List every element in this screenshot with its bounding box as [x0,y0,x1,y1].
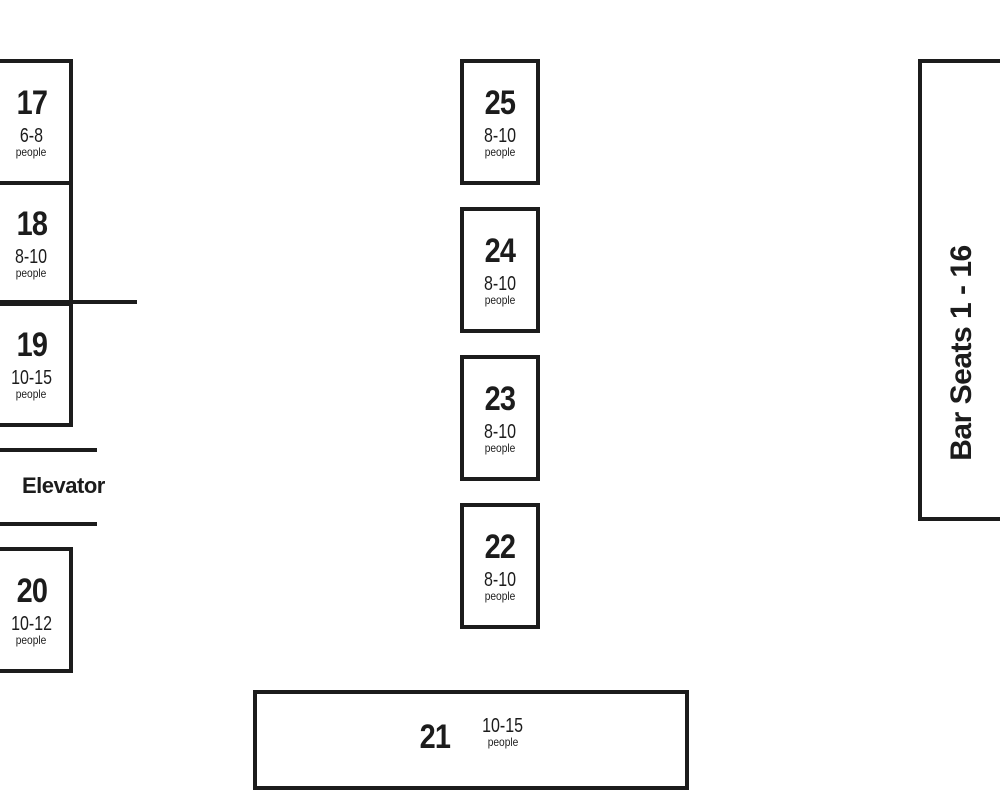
table-capacity-unit: people [484,292,516,307]
elevator-label: Elevator [22,473,105,498]
bar-counter[interactable]: Bar Seats 1 - 16 [918,59,1000,521]
table-number: 22 [484,527,516,566]
table-capacity-unit: people [484,144,516,159]
table-capacity-unit: people [16,387,47,401]
table-capacity-unit: people [16,144,47,159]
table-number: 24 [484,231,516,270]
table-20[interactable]: 20 10-12 people [0,547,73,673]
table-number: 19 [16,326,47,364]
table-capacity: 10-15 [11,367,52,389]
table-17[interactable]: 17 6-8 people [0,59,73,185]
table-number: 20 [16,571,47,610]
table-21[interactable]: 21 10-15 people [253,690,689,790]
table-19[interactable]: 19 10-15 people [0,302,73,427]
table-capacity-group: 10-15 people [477,716,528,749]
table-capacity: 8-10 [483,272,517,295]
elevator-wall-bottom [0,522,97,526]
table-number: 17 [16,83,47,122]
table-capacity: 6-8 [19,124,44,147]
table-number: 18 [16,205,47,243]
table-capacity-unit: people [484,440,516,455]
table-number: 23 [484,379,516,418]
table-capacity-unit: people [16,632,47,647]
elevator-wall-top [0,448,97,452]
table-18[interactable]: 18 8-10 people [0,181,73,306]
table-25[interactable]: 25 8-10 people [460,59,540,185]
table-23[interactable]: 23 8-10 people [460,355,540,481]
table-number: 25 [484,83,516,122]
table-24[interactable]: 24 8-10 people [460,207,540,333]
partition-wall [0,300,137,304]
table-capacity: 10-15 [482,715,524,737]
bar-seats-label: Bar Seats 1 - 16 [945,245,978,461]
table-capacity: 10-12 [11,612,52,635]
table-capacity-unit: people [487,735,518,749]
table-capacity: 8-10 [15,246,48,268]
table-capacity-unit: people [484,588,516,603]
table-number: 21 [419,718,451,756]
table-capacity: 8-10 [483,568,517,591]
table-capacity-unit: people [16,266,47,280]
table-22[interactable]: 22 8-10 people [460,503,540,629]
table-capacity: 8-10 [483,420,517,443]
table-capacity: 8-10 [483,124,517,147]
